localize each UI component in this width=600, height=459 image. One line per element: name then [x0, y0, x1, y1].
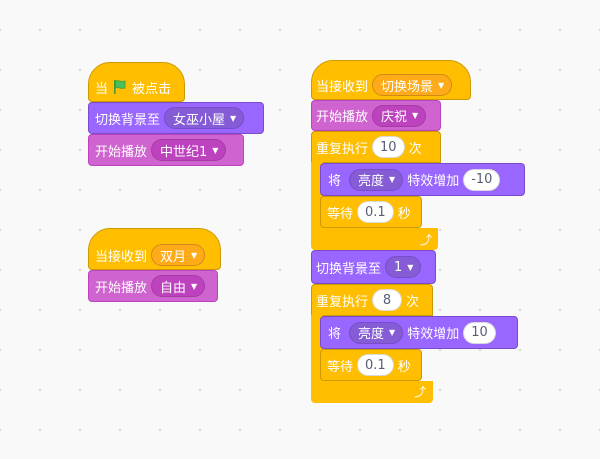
when-label: 当 [95, 81, 109, 97]
caret-down-icon: ▼ [191, 281, 198, 291]
wait-label: 等待 [327, 359, 354, 375]
sound-value: 自由 [160, 280, 187, 296]
message-value: 切换场景 [381, 79, 434, 95]
when-receive-block[interactable]: 当接收到 切换场景 ▼ [311, 60, 471, 100]
effect-value: 亮度 [358, 174, 385, 189]
effect-dropdown[interactable]: 亮度 ▼ [349, 321, 404, 344]
when-receive-label: 当接收到 [316, 79, 369, 95]
effect-amount-input[interactable]: 10 [463, 321, 496, 344]
effect-dropdown[interactable]: 亮度 ▼ [349, 168, 404, 191]
start-sound-block[interactable]: 开始播放 自由 ▼ [88, 270, 218, 302]
repeat-suffix: 次 [406, 294, 420, 310]
backdrop-dropdown[interactable]: 女巫小屋 ▼ [164, 107, 245, 129]
effect-change-label: 特效增加 [407, 174, 460, 189]
switch-backdrop-label: 切换背景至 [316, 261, 382, 277]
message-value: 双月 [160, 249, 187, 265]
backdrop-value: 女巫小屋 [173, 112, 226, 128]
effect-prefix: 将 [328, 174, 342, 189]
caret-down-icon: ▼ [389, 328, 396, 337]
effect-value: 亮度 [358, 327, 385, 342]
backdrop-dropdown[interactable]: 1 ▼ [385, 256, 422, 278]
repeat-block[interactable]: 重复执行 8 次 [311, 284, 433, 316]
clicked-label: 被点击 [132, 81, 172, 97]
wait-suffix: 秒 [397, 206, 411, 222]
start-sound-block[interactable]: 开始播放 中世纪1 ▼ [88, 134, 244, 166]
green-flag-icon [114, 80, 126, 94]
message-dropdown[interactable]: 双月 ▼ [151, 244, 206, 266]
sound-dropdown[interactable]: 自由 ▼ [151, 275, 206, 297]
effect-amount-input[interactable]: -10 [463, 168, 501, 191]
repeat-suffix: 次 [408, 141, 422, 157]
start-sound-label: 开始播放 [95, 144, 148, 160]
start-sound-label: 开始播放 [95, 280, 148, 296]
loop-arrow-icon: ⤴ [420, 233, 433, 247]
caret-down-icon: ▼ [412, 111, 419, 120]
when-flag-clicked-block[interactable]: 当 被点击 [88, 62, 185, 102]
repeat-count-input[interactable]: 8 [372, 289, 403, 311]
caret-down-icon: ▼ [407, 262, 414, 272]
wait-seconds-input[interactable]: 0.1 [357, 354, 394, 376]
caret-down-icon: ▼ [212, 145, 219, 155]
switch-backdrop-block[interactable]: 切换背景至 女巫小屋 ▼ [88, 102, 264, 134]
caret-down-icon: ▼ [191, 250, 198, 260]
start-sound-label: 开始播放 [316, 110, 369, 125]
caret-down-icon: ▼ [389, 175, 396, 184]
when-receive-label: 当接收到 [95, 249, 148, 265]
change-effect-block[interactable]: 将 亮度 ▼ 特效增加 -10 [320, 163, 525, 196]
effect-change-label: 特效增加 [407, 327, 460, 342]
change-effect-block[interactable]: 将 亮度 ▼ 特效增加 10 [320, 316, 518, 349]
switch-backdrop-block[interactable]: 切换背景至 1 ▼ [311, 250, 436, 284]
caret-down-icon: ▼ [230, 113, 237, 123]
backdrop-value: 1 [394, 259, 403, 275]
start-sound-block[interactable]: 开始播放 庆祝 ▼ [311, 100, 441, 131]
wait-suffix: 秒 [397, 359, 411, 375]
wait-label: 等待 [327, 206, 354, 222]
sound-dropdown[interactable]: 中世纪1 ▼ [151, 139, 227, 161]
repeat-label: 重复执行 [316, 141, 369, 157]
loop-arrow-icon: ⤴ [414, 385, 427, 399]
sound-value: 庆祝 [381, 110, 408, 125]
sound-dropdown[interactable]: 庆祝 ▼ [372, 104, 427, 127]
repeat-label: 重复执行 [316, 294, 369, 310]
repeat-count-input[interactable]: 10 [372, 136, 405, 158]
wait-seconds-input[interactable]: 0.1 [357, 201, 394, 223]
wait-block[interactable]: 等待 0.1 秒 [320, 196, 422, 228]
repeat-block[interactable]: 重复执行 10 次 [311, 131, 441, 163]
repeat-foot [311, 228, 438, 250]
repeat-foot [311, 381, 433, 403]
message-dropdown[interactable]: 切换场景 ▼ [372, 74, 453, 96]
when-receive-block[interactable]: 当接收到 双月 ▼ [88, 228, 221, 270]
switch-backdrop-label: 切换背景至 [95, 112, 161, 128]
caret-down-icon: ▼ [438, 80, 445, 90]
sound-value: 中世纪1 [160, 144, 208, 160]
effect-prefix: 将 [328, 327, 342, 342]
wait-block[interactable]: 等待 0.1 秒 [320, 349, 422, 381]
